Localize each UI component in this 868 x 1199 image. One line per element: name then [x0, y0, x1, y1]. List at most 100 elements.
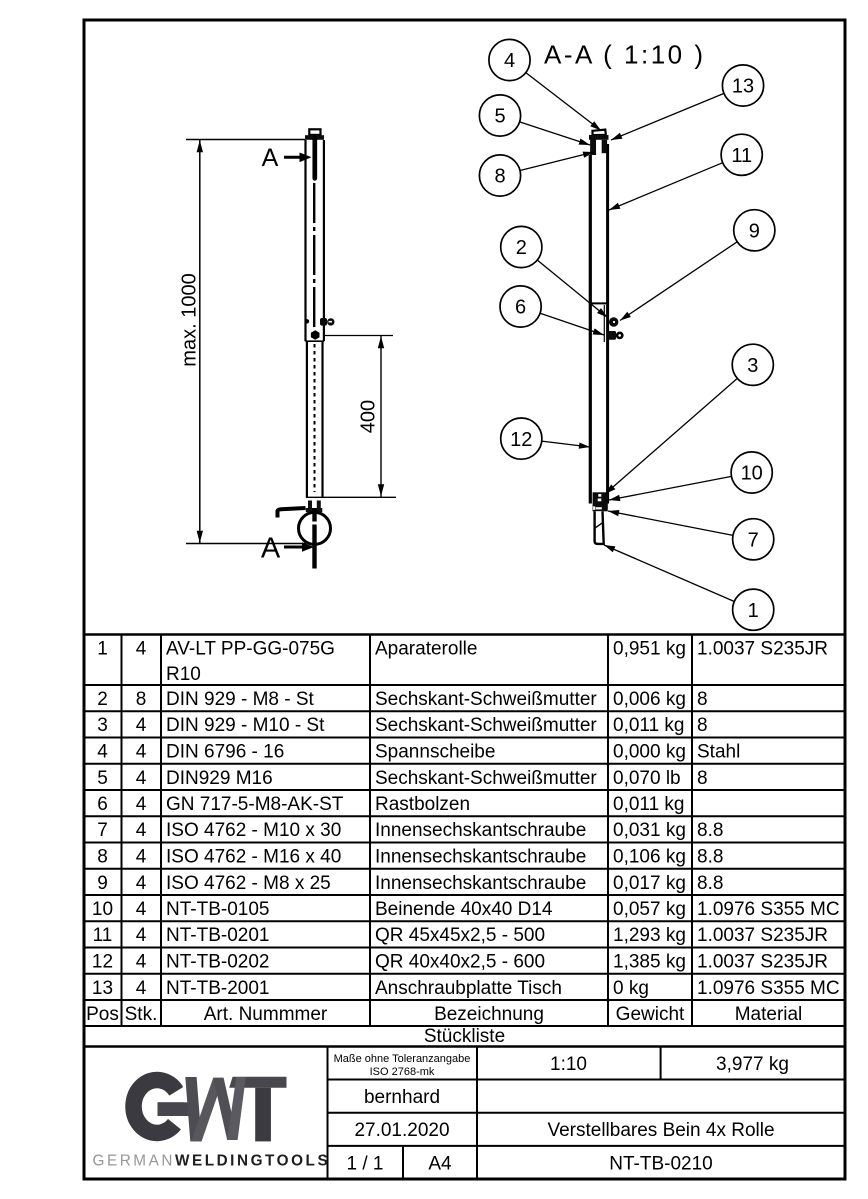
- svg-text:8: 8: [697, 768, 708, 789]
- svg-text:13: 13: [732, 76, 754, 98]
- svg-text:4: 4: [136, 873, 147, 894]
- svg-text:0,006 kg: 0,006 kg: [613, 689, 686, 710]
- svg-text:ISO 2768-mk: ISO 2768-mk: [370, 1066, 435, 1078]
- svg-text:8: 8: [97, 847, 108, 868]
- svg-text:3: 3: [747, 355, 758, 377]
- svg-text:NT-TB-0105: NT-TB-0105: [166, 899, 269, 920]
- svg-text:NT-TB-0201: NT-TB-0201: [166, 925, 269, 946]
- svg-text:Pos: Pos: [86, 1004, 119, 1025]
- svg-text:Sechskant-Schweißmutter: Sechskant-Schweißmutter: [375, 768, 597, 789]
- svg-text:0,106 kg: 0,106 kg: [613, 847, 686, 868]
- svg-text:4: 4: [136, 978, 147, 999]
- svg-text:9: 9: [749, 221, 760, 243]
- svg-text:Beinende 40x40 D14: Beinende 40x40 D14: [375, 899, 553, 920]
- svg-text:Verstellbares Bein 4x Rolle: Verstellbares Bein 4x Rolle: [547, 1120, 774, 1141]
- svg-text:Aparaterolle: Aparaterolle: [375, 639, 477, 660]
- svg-text:NT-TB-0210: NT-TB-0210: [609, 1154, 712, 1175]
- svg-text:0 kg: 0 kg: [613, 978, 649, 999]
- svg-text:Anschraubplatte Tisch: Anschraubplatte Tisch: [375, 978, 562, 999]
- svg-text:4: 4: [504, 50, 515, 72]
- svg-text:1: 1: [97, 639, 108, 660]
- svg-text:8: 8: [697, 715, 708, 736]
- svg-text:max. 1000: max. 1000: [179, 273, 201, 366]
- svg-text:NT-TB-0202: NT-TB-0202: [166, 952, 269, 973]
- svg-text:Sechskant-Schweißmutter: Sechskant-Schweißmutter: [375, 715, 597, 736]
- svg-text:Art. Nummmer: Art. Nummmer: [204, 1004, 328, 1025]
- svg-text:Material: Material: [735, 1004, 803, 1025]
- svg-text:Stahl: Stahl: [697, 742, 740, 763]
- svg-text:0,070 lb: 0,070 lb: [613, 768, 681, 789]
- svg-text:ISO 4762 - M10 x 30: ISO 4762 - M10 x 30: [166, 820, 341, 841]
- svg-text:QR 40x40x2,5 - 600: QR 40x40x2,5 - 600: [375, 952, 545, 973]
- svg-text:Bezeichnung: Bezeichnung: [434, 1004, 544, 1025]
- svg-text:12: 12: [510, 429, 532, 451]
- svg-text:1,385 kg: 1,385 kg: [613, 952, 686, 973]
- svg-text:5: 5: [494, 106, 505, 128]
- svg-text:13: 13: [92, 978, 113, 999]
- svg-text:1.0037 S235JR: 1.0037 S235JR: [697, 925, 828, 946]
- svg-text:0,951 kg: 0,951 kg: [613, 639, 686, 660]
- svg-text:1,293 kg: 1,293 kg: [613, 925, 686, 946]
- svg-text:0,031 kg: 0,031 kg: [613, 820, 686, 841]
- svg-text:12: 12: [92, 952, 113, 973]
- svg-text:Innensechskantschraube: Innensechskantschraube: [375, 820, 586, 841]
- svg-text:4: 4: [136, 794, 147, 815]
- svg-text:11: 11: [731, 145, 752, 167]
- svg-text:4: 4: [136, 925, 147, 946]
- svg-text:4: 4: [136, 899, 147, 920]
- svg-text:DIN 6796 - 16: DIN 6796 - 16: [166, 742, 284, 763]
- svg-text:5: 5: [97, 768, 108, 789]
- svg-text:8.8: 8.8: [697, 873, 723, 894]
- svg-text:QR 45x45x2,5 - 500: QR 45x45x2,5 - 500: [375, 925, 545, 946]
- svg-text:NT-TB-2001: NT-TB-2001: [166, 978, 269, 999]
- svg-text:4: 4: [136, 715, 147, 736]
- svg-text:DIN 929 - M10 - St: DIN 929 - M10 - St: [166, 715, 325, 736]
- svg-text:8.8: 8.8: [697, 820, 723, 841]
- svg-text:Stk.: Stk.: [125, 1004, 158, 1025]
- svg-text:9: 9: [97, 873, 108, 894]
- svg-text:Innensechskantschraube: Innensechskantschraube: [375, 873, 586, 894]
- svg-text:400: 400: [358, 400, 380, 433]
- svg-text:1.0037 S235JR: 1.0037 S235JR: [697, 952, 828, 973]
- svg-text:0,057 kg: 0,057 kg: [613, 899, 686, 920]
- svg-text:A4: A4: [428, 1154, 452, 1175]
- svg-text:2: 2: [97, 689, 108, 710]
- svg-text:1.0976 S355 MC: 1.0976 S355 MC: [697, 978, 840, 999]
- svg-text:0,017 kg: 0,017 kg: [613, 873, 686, 894]
- svg-text:4: 4: [136, 847, 147, 868]
- svg-text:A: A: [262, 144, 279, 172]
- svg-text:4: 4: [136, 639, 147, 660]
- svg-text:bernhard: bernhard: [364, 1087, 440, 1108]
- svg-text:4: 4: [136, 820, 147, 841]
- svg-text:ISO 4762 - M8 x 25: ISO 4762 - M8 x 25: [166, 873, 331, 894]
- svg-text:1:10: 1:10: [550, 1054, 587, 1075]
- svg-text:6: 6: [97, 794, 108, 815]
- svg-text:7: 7: [97, 820, 108, 841]
- svg-text:Spannscheibe: Spannscheibe: [375, 742, 495, 763]
- svg-text:R10: R10: [166, 664, 201, 685]
- svg-text:10: 10: [92, 899, 113, 920]
- svg-text:DIN929 M16: DIN929 M16: [166, 768, 273, 789]
- svg-text:3: 3: [97, 715, 108, 736]
- svg-text:4: 4: [97, 742, 108, 763]
- svg-text:2: 2: [516, 237, 527, 259]
- svg-text:0,011 kg: 0,011 kg: [613, 715, 684, 736]
- svg-text:8.8: 8.8: [697, 847, 723, 868]
- svg-text:11: 11: [93, 925, 113, 946]
- svg-text:4: 4: [136, 768, 147, 789]
- svg-text:Stückliste: Stückliste: [424, 1026, 505, 1047]
- svg-text:DIN 929 - M8 - St: DIN 929 - M8 - St: [166, 689, 315, 710]
- svg-text:8: 8: [697, 689, 708, 710]
- svg-text:Rastbolzen: Rastbolzen: [375, 794, 470, 815]
- svg-text:4: 4: [136, 952, 147, 973]
- svg-text:6: 6: [515, 297, 526, 319]
- svg-text:3,977 kg: 3,977 kg: [716, 1054, 789, 1075]
- svg-text:Sechskant-Schweißmutter: Sechskant-Schweißmutter: [375, 689, 597, 710]
- svg-text:27.01.2020: 27.01.2020: [354, 1120, 449, 1141]
- svg-text:10: 10: [741, 463, 763, 485]
- svg-text:1 / 1: 1 / 1: [347, 1154, 384, 1175]
- svg-text:A-A ( 1:10 ): A-A ( 1:10 ): [544, 40, 706, 70]
- svg-text:1.0976 S355 MC: 1.0976 S355 MC: [697, 899, 840, 920]
- svg-text:0,011 kg: 0,011 kg: [613, 794, 684, 815]
- svg-text:8: 8: [494, 166, 505, 188]
